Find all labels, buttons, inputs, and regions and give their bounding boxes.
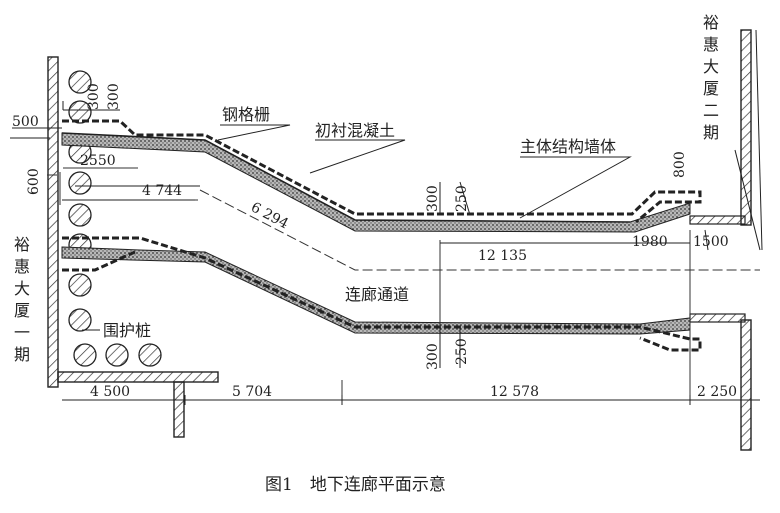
dim-600: 600: [26, 168, 42, 195]
dim-300-bot: 300: [425, 343, 441, 370]
dim-2550: 2550: [80, 153, 116, 169]
dim-6294: 6 294: [248, 199, 291, 232]
phase2-char-3: 厦: [703, 79, 719, 98]
dim-4500: 4 500: [90, 384, 130, 400]
phase1-char-2: 大: [14, 279, 30, 298]
dim-250-bot: 250: [454, 338, 470, 365]
phase1-char-3: 厦: [14, 301, 30, 320]
dimension-lines: [10, 29, 763, 405]
phase2-char-4: 二: [703, 101, 719, 120]
leader-lines: [82, 124, 632, 368]
upper-corridor-wall: [61, 119, 702, 233]
phase2-char-0: 裕: [703, 13, 719, 32]
main-wall-label: 主体结构墙体: [520, 137, 616, 156]
phase1-wall: [47, 56, 219, 438]
figure-caption: 图1 地下连廊平面示意: [265, 475, 446, 495]
phase2-char-5: 期: [703, 123, 719, 142]
lining-concrete-label: 初衬混凝土: [315, 121, 395, 140]
steel-grid-label: 钢格栅: [222, 105, 270, 124]
dim-300-v1: 300: [86, 83, 102, 110]
dim-250-top: 250: [454, 185, 470, 212]
dim-300-v2: 300: [106, 83, 122, 110]
dim-300-top: 300: [425, 185, 441, 212]
phase2-char-2: 大: [703, 57, 719, 76]
phase2-char-1: 惠: [703, 35, 719, 54]
phase1-char-4: 一: [14, 323, 30, 342]
corridor-label: 连廊通道: [345, 285, 409, 304]
phase2-wall: [689, 29, 752, 451]
dim-500-top: 500: [12, 114, 39, 130]
dim-2250: 2 250: [697, 384, 737, 400]
phase1-char-1: 惠: [14, 257, 30, 276]
dim-4744: 4 744: [142, 183, 182, 199]
dim-1500: 1500: [693, 234, 729, 250]
dim-1980: 1980: [632, 234, 668, 250]
dim-12135: 12 135: [478, 248, 527, 264]
phase1-char-5: 期: [14, 345, 30, 364]
building-phase2-label: 裕 惠 大 厦 二 期: [703, 13, 719, 142]
phase1-char-0: 裕: [14, 235, 30, 254]
dim-12578: 12 578: [490, 384, 539, 400]
retaining-piles: [68, 70, 162, 367]
building-phase1-label: 裕 惠 大 厦 一 期: [14, 235, 30, 364]
dim-800: 800: [672, 151, 688, 178]
retaining-pile-label: 围护桩: [103, 321, 151, 340]
dim-5704: 5 704: [232, 384, 272, 400]
